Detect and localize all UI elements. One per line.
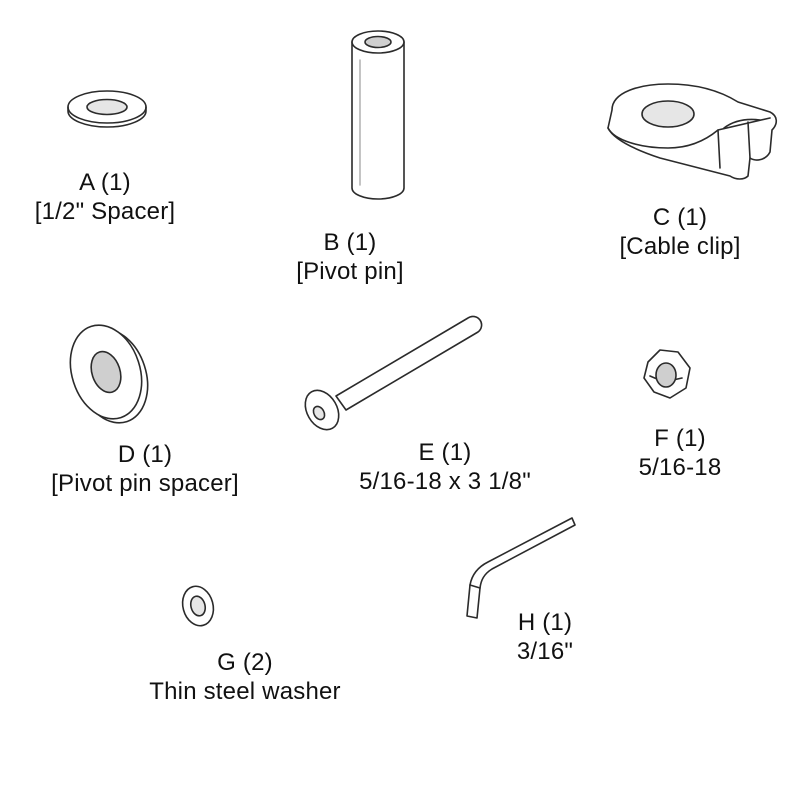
part-code: G (2) <box>217 649 273 676</box>
pivot-pin-icon <box>351 30 405 200</box>
part-label-h: H (1) 3/16" <box>470 608 620 666</box>
part-label-g: G (2) Thin steel washer <box>110 648 380 706</box>
part-label-a: A (1) [1/2" Spacer] <box>10 168 200 226</box>
part-description: Thin steel washer <box>149 678 341 705</box>
hex-nut-icon <box>643 349 691 399</box>
part-code: H (1) <box>517 609 573 636</box>
part-description: [Pivot pin] <box>296 258 404 285</box>
part-code: C (1) <box>652 204 708 231</box>
part-label-f: F (1) 5/16-18 <box>600 424 760 482</box>
part-label-d: D (1) [Pivot pin spacer] <box>20 440 270 498</box>
part-code: D (1) <box>117 441 173 468</box>
cable-clip-icon <box>607 83 778 180</box>
part-code: A (1) <box>79 169 131 196</box>
part-label-e: E (1) 5/16-18 x 3 1/8" <box>320 438 570 496</box>
part-description: [Pivot pin spacer] <box>51 470 239 497</box>
pivot-pin-spacer-icon <box>69 324 149 424</box>
button-head-bolt-icon <box>304 315 483 431</box>
part-code: B (1) <box>323 229 377 256</box>
part-code: F (1) <box>654 425 706 452</box>
flat-spacer-icon <box>67 90 147 128</box>
hex-key-icon <box>466 517 576 619</box>
part-description: [1/2" Spacer] <box>34 198 176 225</box>
part-code: E (1) <box>418 439 472 466</box>
part-description: [Cable clip] <box>619 233 741 260</box>
part-description: 5/16-18 x 3 1/8" <box>359 468 531 495</box>
part-description: 3/16" <box>516 638 574 665</box>
part-description: 5/16-18 <box>638 454 722 481</box>
part-label-c: C (1) [Cable clip] <box>590 203 770 261</box>
part-label-b: B (1) [Pivot pin] <box>260 228 440 286</box>
thin-washer-icon <box>181 585 215 627</box>
